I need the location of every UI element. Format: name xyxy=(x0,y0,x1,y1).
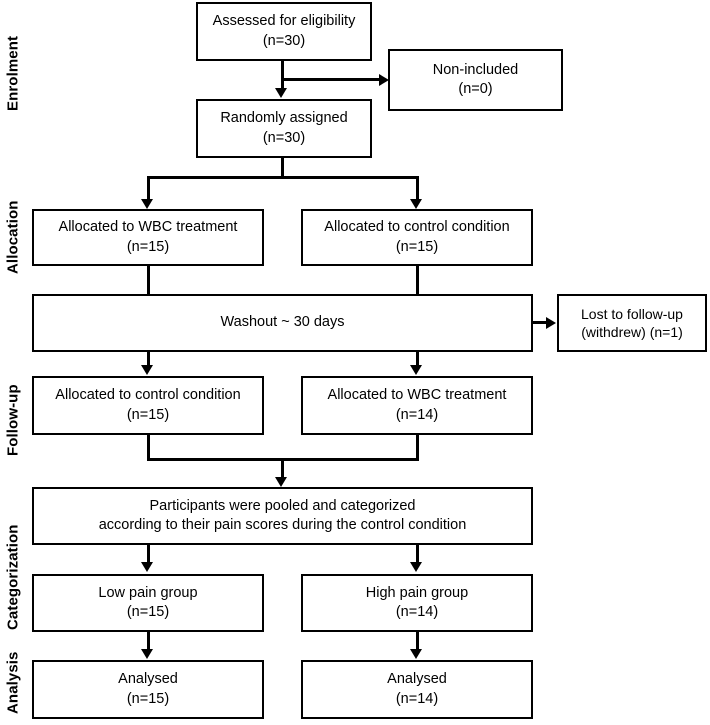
connector-split-to-alloc-control xyxy=(416,176,419,200)
node-followup-allocated-wbc-treatment[interactable]: Allocated to WBC treatment (n=14) xyxy=(301,376,533,435)
node-lost-followup-line1: Lost to follow-up xyxy=(581,305,683,322)
connector-pooled-to-low-pain xyxy=(147,545,150,563)
stage-label-analysis: Analysis xyxy=(0,640,26,725)
node-assessed-line1: Assessed for eligibility xyxy=(212,13,356,30)
connector-follow-control-to-merge xyxy=(147,435,150,461)
arrowhead-low-pain-to-analysed xyxy=(141,649,153,659)
stage-label-followup: Follow-up xyxy=(0,370,26,470)
arrowhead-merge-to-pooled xyxy=(275,477,287,487)
node-alloc-control-count: (n=15) xyxy=(395,238,439,255)
node-non-included-count: (n=0) xyxy=(458,81,493,97)
node-participants-pooled-categorized[interactable]: Participants were pooled and categorized… xyxy=(32,487,533,545)
node-alloc-wbc-line1: Allocated to WBC treatment xyxy=(58,219,238,236)
arrowhead-assessed-to-non-included xyxy=(379,74,389,86)
node-allocated-wbc-treatment[interactable]: Allocated to WBC treatment (n=15) xyxy=(32,209,264,266)
connector-alloc-wbc-to-washout xyxy=(147,266,150,295)
stage-label-categorization: Categorization xyxy=(0,510,26,645)
node-pooled-line2: according to their pain scores during th… xyxy=(98,517,467,533)
stage-label-enrolment-text: Enrolment xyxy=(4,35,22,111)
split-bar-allocation xyxy=(147,176,419,179)
node-non-included[interactable]: Non-included (n=0) xyxy=(388,49,563,111)
connector-assessed-to-non-included xyxy=(281,78,382,81)
node-alloc-wbc-count: (n=15) xyxy=(126,238,170,255)
node-follow-wbc-line1: Allocated to WBC treatment xyxy=(327,387,507,404)
node-allocated-control-condition[interactable]: Allocated to control condition (n=15) xyxy=(301,209,533,266)
connector-assessed-to-randomized xyxy=(281,61,284,89)
stage-label-enrolment: Enrolment xyxy=(0,18,26,128)
stage-label-allocation: Allocation xyxy=(0,185,26,290)
node-follow-wbc-count: (n=14) xyxy=(395,406,439,423)
arrowhead-assessed-to-randomized xyxy=(275,88,287,98)
connector-split-to-alloc-wbc xyxy=(147,176,150,200)
arrowhead-high-pain-to-analysed xyxy=(410,649,422,659)
node-low-pain-group[interactable]: Low pain group (n=15) xyxy=(32,574,264,632)
stage-label-followup-text: Follow-up xyxy=(4,384,22,456)
stage-label-analysis-text: Analysis xyxy=(4,651,22,714)
node-followup-allocated-control-condition[interactable]: Allocated to control condition (n=15) xyxy=(32,376,264,435)
node-lost-followup-count: (withdrew) (n=1) xyxy=(581,324,683,340)
node-assessed-count: (n=30) xyxy=(262,32,306,49)
node-non-included-line1: Non-included xyxy=(432,61,519,78)
stage-label-categorization-text: Categorization xyxy=(4,524,22,631)
node-assessed-for-eligibility[interactable]: Assessed for eligibility (n=30) xyxy=(196,2,372,61)
node-analysed-low-pain[interactable]: Analysed (n=15) xyxy=(32,660,264,719)
arrowhead-pooled-to-low-pain xyxy=(141,562,153,572)
node-analysed-high-pain[interactable]: Analysed (n=14) xyxy=(301,660,533,719)
arrowhead-pooled-to-high-pain xyxy=(410,562,422,572)
node-low-pain-line1: Low pain group xyxy=(98,584,198,601)
node-analysed-low-count: (n=15) xyxy=(126,690,170,707)
node-analysed-high-count: (n=14) xyxy=(395,690,439,707)
node-follow-control-count: (n=15) xyxy=(126,406,170,423)
connector-high-pain-to-analysed xyxy=(416,632,419,650)
node-washout[interactable]: Washout ~ 30 days xyxy=(32,294,533,352)
node-alloc-control-line1: Allocated to control condition xyxy=(324,219,510,236)
arrowhead-split-to-alloc-wbc xyxy=(141,199,153,209)
node-randomized-count: (n=30) xyxy=(262,129,306,146)
node-pooled-line1: Participants were pooled and categorized xyxy=(149,497,416,514)
connector-follow-wbc-to-merge xyxy=(416,435,419,461)
arrowhead-washout-to-follow-control xyxy=(141,365,153,375)
node-analysed-low-line1: Analysed xyxy=(118,671,178,688)
node-follow-control-line1: Allocated to control condition xyxy=(55,387,241,404)
node-randomly-assigned[interactable]: Randomly assigned (n=30) xyxy=(196,99,372,158)
node-lost-to-follow-up[interactable]: Lost to follow-up (withdrew) (n=1) xyxy=(557,294,707,352)
node-washout-line1: Washout ~ 30 days xyxy=(220,314,345,331)
node-low-pain-count: (n=15) xyxy=(126,604,170,620)
node-high-pain-group[interactable]: High pain group (n=14) xyxy=(301,574,533,632)
connector-washout-to-lost-followup xyxy=(533,321,549,324)
connector-pooled-to-high-pain xyxy=(416,545,419,563)
node-high-pain-count: (n=14) xyxy=(395,604,439,620)
connector-washout-to-follow-wbc xyxy=(416,352,419,366)
arrowhead-washout-to-lost-followup xyxy=(546,317,556,329)
arrowhead-split-to-alloc-control xyxy=(410,199,422,209)
connector-alloc-control-to-washout xyxy=(416,266,419,295)
connector-washout-to-follow-control xyxy=(147,352,150,366)
connector-merge-to-pooled xyxy=(281,458,284,479)
arrowhead-washout-to-follow-wbc xyxy=(410,365,422,375)
stage-label-allocation-text: Allocation xyxy=(4,200,22,275)
node-high-pain-line1: High pain group xyxy=(365,584,469,601)
node-analysed-high-line1: Analysed xyxy=(387,671,447,688)
connector-low-pain-to-analysed xyxy=(147,632,150,650)
node-randomized-line1: Randomly assigned xyxy=(220,110,348,127)
connector-randomized-to-split xyxy=(281,158,284,179)
